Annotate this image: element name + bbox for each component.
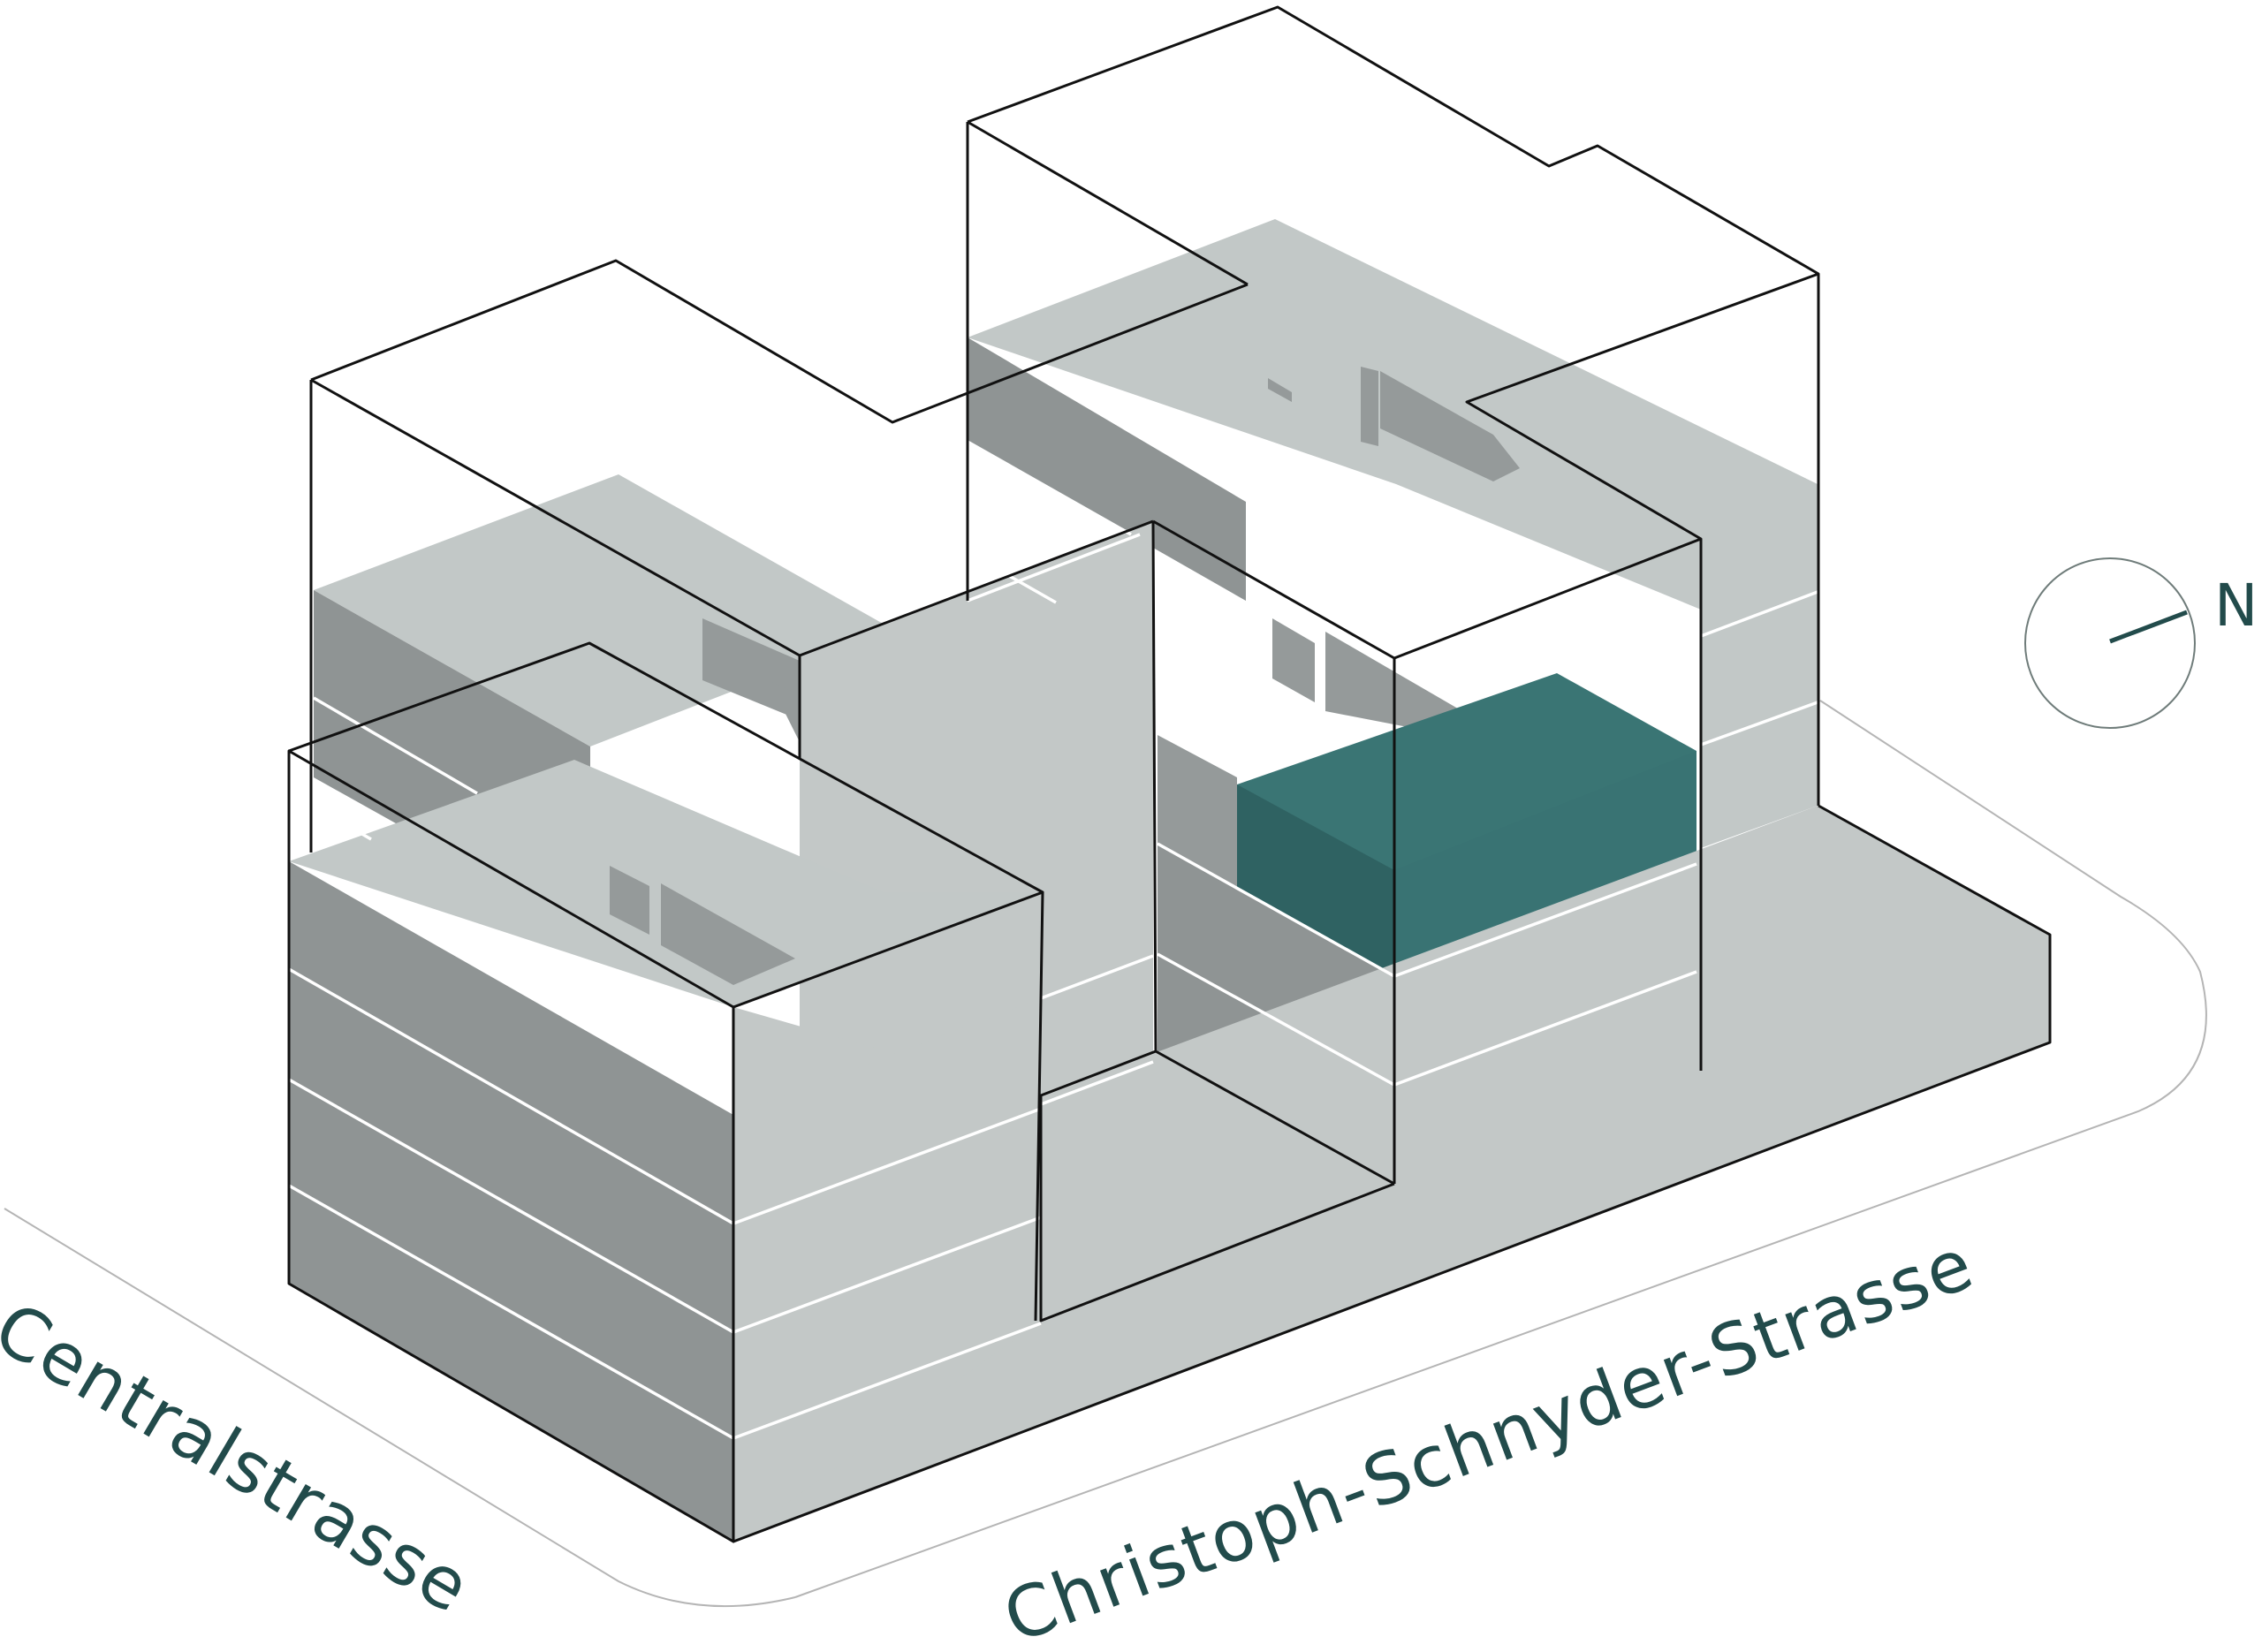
floor-line	[1157, 842, 1395, 978]
core-block	[661, 883, 795, 985]
wireframe-edges	[287, 5, 2052, 1543]
compass-circle	[2024, 557, 2196, 729]
core-block	[610, 866, 649, 935]
core-block	[1380, 371, 1520, 481]
floor-line	[1393, 862, 1697, 978]
floor-line	[732, 1107, 1042, 1225]
highlighted-unit-side	[1237, 784, 1394, 976]
floor-line	[967, 533, 1141, 602]
rear-right-tower-outline	[966, 5, 1820, 1184]
floor-line	[288, 1184, 734, 1440]
floor-line	[967, 440, 1132, 536]
rear-left-tower-outline	[309, 259, 1249, 853]
floor-line	[288, 967, 734, 1225]
plinth-face	[733, 806, 2050, 1542]
floor-lines	[288, 440, 1818, 1440]
floor-line	[732, 1322, 1042, 1440]
north-label: N	[2214, 572, 2258, 640]
core-block	[702, 618, 800, 720]
north-needle	[2109, 610, 2188, 644]
floor-line	[313, 696, 478, 795]
rear-right-tower-top	[968, 219, 1818, 848]
floor-line	[732, 1216, 1042, 1334]
core-block	[1268, 378, 1292, 402]
plinth-outline	[732, 804, 2052, 1543]
north-arrow: N	[2024, 557, 2258, 729]
street-edge-centralstrasse	[4, 1208, 796, 1608]
middle-block-outline	[1039, 519, 1395, 1322]
floor-line	[1393, 970, 1697, 1087]
highlighted-unit-front	[1394, 751, 1696, 976]
front-left-block-outline	[287, 641, 1044, 1543]
street-edge-christoph-schnyder	[794, 700, 2207, 1598]
core-block	[1272, 618, 1315, 702]
courtyard-floor	[1041, 1051, 1394, 1321]
floor-line	[1700, 590, 1818, 638]
floor-line	[288, 1078, 734, 1334]
base-plinth	[733, 806, 2050, 1542]
street-outlines	[4, 700, 2207, 1608]
floor-line	[967, 550, 1057, 604]
core-block	[1361, 367, 1378, 446]
floor-line	[1700, 701, 1818, 746]
floor-line	[1040, 954, 1154, 1000]
front-left-block-front	[733, 998, 1041, 1542]
front-left-block-top	[289, 760, 1041, 1007]
floor-line	[1040, 1060, 1154, 1106]
floor-line	[1157, 952, 1395, 1087]
floor-line	[313, 804, 372, 841]
